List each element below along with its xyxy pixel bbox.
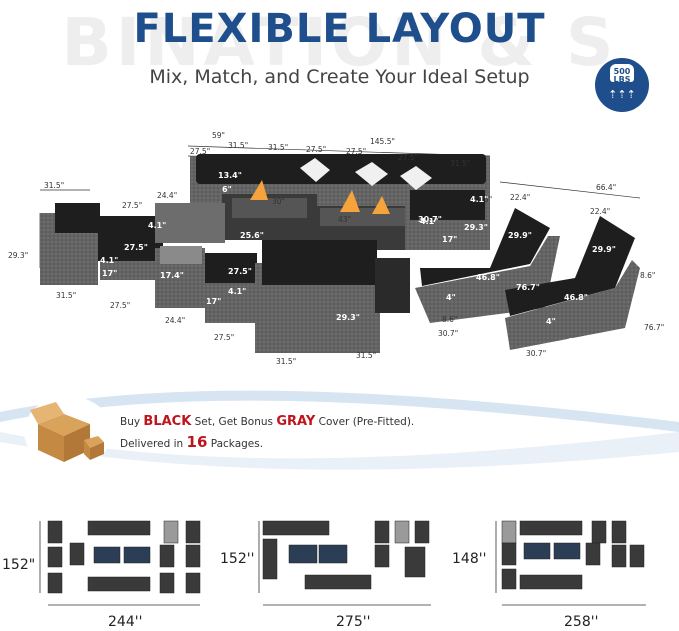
promo-line-1: Buy BLACK Set, Get Bonus GRAY Cover (Pre…: [120, 412, 414, 432]
dim-lounge-height-2: 8.6": [442, 315, 457, 324]
dim-chair-height: 29.3": [336, 313, 360, 322]
decorative-wave: [0, 390, 679, 470]
dim-c-17: 17": [206, 297, 221, 306]
background-watermark-text: BINATION & S: [61, 4, 618, 81]
dim-t3: 31.5": [268, 143, 288, 152]
fire-table-left: [222, 180, 317, 240]
layout-2-height: 152'': [220, 551, 255, 567]
dim-ottoman-width: 27.5": [122, 201, 142, 210]
dim-square-width: 27.5": [228, 267, 252, 276]
dim-lounge-height: 8.6": [640, 271, 655, 280]
promo-package-count: 16: [186, 433, 208, 451]
dim-left-depth: 31.5": [56, 291, 76, 300]
layout-diagram-3: [495, 520, 646, 606]
side-table: [155, 203, 225, 243]
dim-top-left: 59": [212, 131, 225, 140]
layout-2-width: 275'': [336, 614, 371, 630]
badge-unit: LBS: [613, 75, 631, 84]
dim-side-width: 24.4": [157, 191, 177, 200]
weight-icon: [610, 64, 634, 82]
front-armchair-seat: [375, 258, 410, 313]
badge-weight: 500: [613, 67, 631, 76]
dim-lounge-full-2: 76.7": [644, 323, 664, 332]
dim-lounge-base: 30.7": [438, 329, 458, 338]
promo-gray: GRAY: [276, 414, 316, 429]
dim-width-43: 43": [338, 215, 351, 224]
lounge-chair-right: [505, 216, 640, 350]
promo-black: BLACK: [143, 414, 192, 429]
promo-text-b: Set, Get Bonus: [191, 416, 277, 428]
right-corner-cushion: [410, 190, 485, 220]
dim-side-height: 17.4": [160, 271, 184, 280]
dim-t7: 31.5": [450, 159, 470, 168]
dim-depth-31-5: 31.5": [472, 195, 492, 204]
coffee-table-top: [160, 246, 202, 264]
layout-diagram-1: [39, 520, 201, 606]
layout-1-height: 152": [2, 557, 36, 573]
dim-width-30: 30": [272, 197, 285, 206]
dim-lounge-cushion-2: 4": [546, 317, 556, 326]
dim-chair-width: 31.5": [276, 357, 296, 366]
dim-t2: 31.5": [228, 141, 248, 150]
left-armchair-back: [55, 203, 100, 233]
dim-lounge-height-3: 8.6": [568, 337, 586, 346]
dim-firetable-height: 25.6": [240, 231, 264, 240]
dim-ottoman-height: 17": [102, 269, 117, 278]
ottoman-cushion: [205, 253, 257, 283]
layout-diagram-2: [258, 520, 431, 606]
promo-text-c: Cover (Pre-Fitted).: [315, 416, 415, 428]
dim-lounge-back-2: 29.9": [592, 245, 616, 254]
dim-chair-depth: 31.5": [356, 351, 376, 360]
dim-lounge-full: 76.7": [516, 283, 540, 292]
dim-lounge-length: 46.8": [476, 273, 500, 282]
package-illustration: [24, 396, 112, 468]
front-armchair-cushion: [262, 240, 377, 285]
dim-c-17b: 17": [442, 235, 457, 244]
promo-text-a: Buy: [120, 416, 144, 428]
left-armless-cushion: [98, 216, 163, 261]
dim-c-h3: 4.1": [420, 217, 438, 226]
promo-line-2: Delivered in 16 Packages.: [120, 432, 414, 454]
layout-3-height: 148'': [452, 551, 487, 567]
dim-seat-height: 4.1": [100, 256, 118, 265]
dim-t6: 27.5": [398, 153, 418, 162]
dim-cushion-27: 27.5": [124, 243, 148, 252]
dim-ottoman-depth: 27.5": [110, 301, 130, 310]
promo-text-e: Packages.: [207, 438, 264, 450]
layout-1-width: 244'': [108, 614, 143, 630]
dim-lounge-total: 66.4": [596, 183, 616, 192]
layout-3-width: 258'': [564, 614, 599, 630]
dim-lounge-back: 29.9": [508, 231, 532, 240]
dim-c-h2: 4.1": [228, 287, 246, 296]
furniture-scene: 59" 145.5" 27.5" 31.5" 31.5" 27.5" 27.5"…: [8, 131, 664, 366]
promo-text: Buy BLACK Set, Get Bonus GRAY Cover (Pre…: [120, 412, 414, 454]
dim-lounge-length-2: 46.8": [564, 293, 588, 302]
dim-lounge-cushion: 4": [446, 293, 456, 302]
dim-height-6: 6": [222, 185, 232, 194]
cardboard-box-icon: [30, 402, 104, 462]
dim-left-height: 29.3": [8, 251, 28, 260]
dim-t4: 27.5": [306, 145, 326, 154]
dim-height-13: 13.4": [218, 171, 242, 180]
dim-top-total: 145.5": [370, 137, 395, 146]
dim-depth-30-7: 30.7": [418, 215, 442, 224]
dim-left-width: 31.5": [44, 181, 64, 190]
dim-square-depth: 27.5": [214, 333, 234, 342]
badge-text: 500 LBS: [595, 68, 649, 84]
dim-t1: 27.5": [190, 147, 210, 156]
page-subtitle: Mix, Match, and Create Your Ideal Setup: [149, 66, 530, 88]
weight-capacity-badge: 500 LBS ⇡⇡⇡: [595, 58, 649, 112]
promo-text-d: Delivered in: [120, 438, 187, 450]
dim-lounge-width-2: 22.4": [590, 207, 610, 216]
page-title: FLEXIBLE LAYOUT: [133, 6, 546, 52]
dim-c-29: 29.3": [464, 223, 488, 232]
dim-side-depth: 24.4": [165, 316, 185, 325]
dim-lounge-base-2: 30.7": [526, 349, 546, 358]
dim-c-h: 4.1": [148, 221, 166, 230]
weight-arrows-icon: ⇡⇡⇡: [608, 88, 636, 101]
dim-t5: 27.5": [346, 147, 366, 156]
dim-lounge-width: 22.4": [510, 193, 530, 202]
dim-right-height: 4.1": [470, 195, 488, 204]
